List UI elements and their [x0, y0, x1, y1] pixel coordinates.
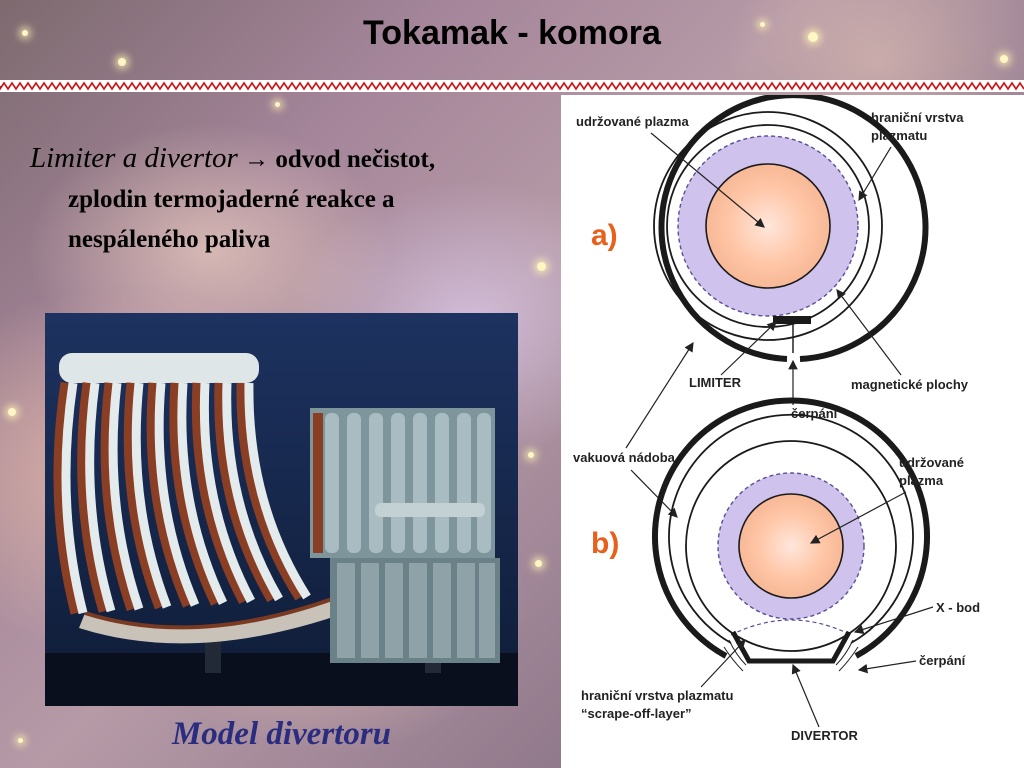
- star: [537, 262, 546, 271]
- title-divider: [0, 80, 1024, 92]
- label-plazmatu: plazmatu: [871, 128, 927, 143]
- star: [18, 738, 23, 743]
- bullet-text: Limiter a divertor → odvod nečistot, zpl…: [30, 138, 560, 260]
- bullet-line-3: nespáleného paliva: [68, 226, 271, 253]
- label-a: a): [591, 219, 618, 252]
- label-x-bod: X - bod: [936, 600, 980, 615]
- label-magneticke-plochy: magnetické plochy: [851, 377, 969, 392]
- label-cerpani-a: čerpání: [791, 406, 838, 421]
- star: [1000, 55, 1008, 63]
- bullet-line-1: odvod nečistot,: [275, 146, 436, 173]
- label-hranicni-vrstva: hraniční vrstva: [871, 110, 964, 125]
- label-udrzovane-b2: plazma: [899, 473, 944, 488]
- label-divertor: DIVERTOR: [791, 728, 859, 743]
- limiter-divertor-diagram: a) udržované plazma hraniční vrstva plaz…: [561, 92, 1024, 768]
- label-vakuova-nadoba: vakuová nádoba: [573, 450, 676, 465]
- divertor-model-illustration: [45, 313, 518, 706]
- bullet-arrow: →: [244, 146, 270, 173]
- label-udrzovane-plazma: udržované plazma: [576, 114, 689, 129]
- label-sol-1: hraniční vrstva plazmatu: [581, 688, 733, 703]
- label-sol-2: “scrape-off-layer”: [581, 706, 692, 721]
- label-b: b): [591, 527, 619, 560]
- divertor-model-photo: [45, 313, 518, 706]
- diagram-b: b) udržované plazma X - bod čerpání hran…: [581, 397, 980, 743]
- star: [118, 58, 126, 66]
- title-bar: Tokamak - komora: [0, 0, 1024, 80]
- label-limiter: LIMITER: [689, 375, 742, 390]
- label-cerpani-b: čerpání: [919, 653, 966, 668]
- star: [22, 30, 28, 36]
- slide-title: Tokamak - komora: [363, 14, 661, 52]
- star: [535, 560, 542, 567]
- bullet-lead: Limiter a divertor: [30, 142, 238, 174]
- star: [528, 452, 534, 458]
- star: [760, 22, 765, 27]
- star: [808, 32, 818, 42]
- diagram-svg: a) udržované plazma hraniční vrstva plaz…: [573, 92, 980, 743]
- star: [8, 408, 16, 416]
- star: [275, 102, 280, 107]
- bullet-line-2: zplodin termojaderné reakce a: [68, 186, 395, 213]
- diagram-a: a) udržované plazma hraniční vrstva plaz…: [576, 92, 969, 421]
- photo-caption: Model divertoru: [171, 716, 392, 752]
- label-udrzovane-b1: udržované: [899, 455, 964, 470]
